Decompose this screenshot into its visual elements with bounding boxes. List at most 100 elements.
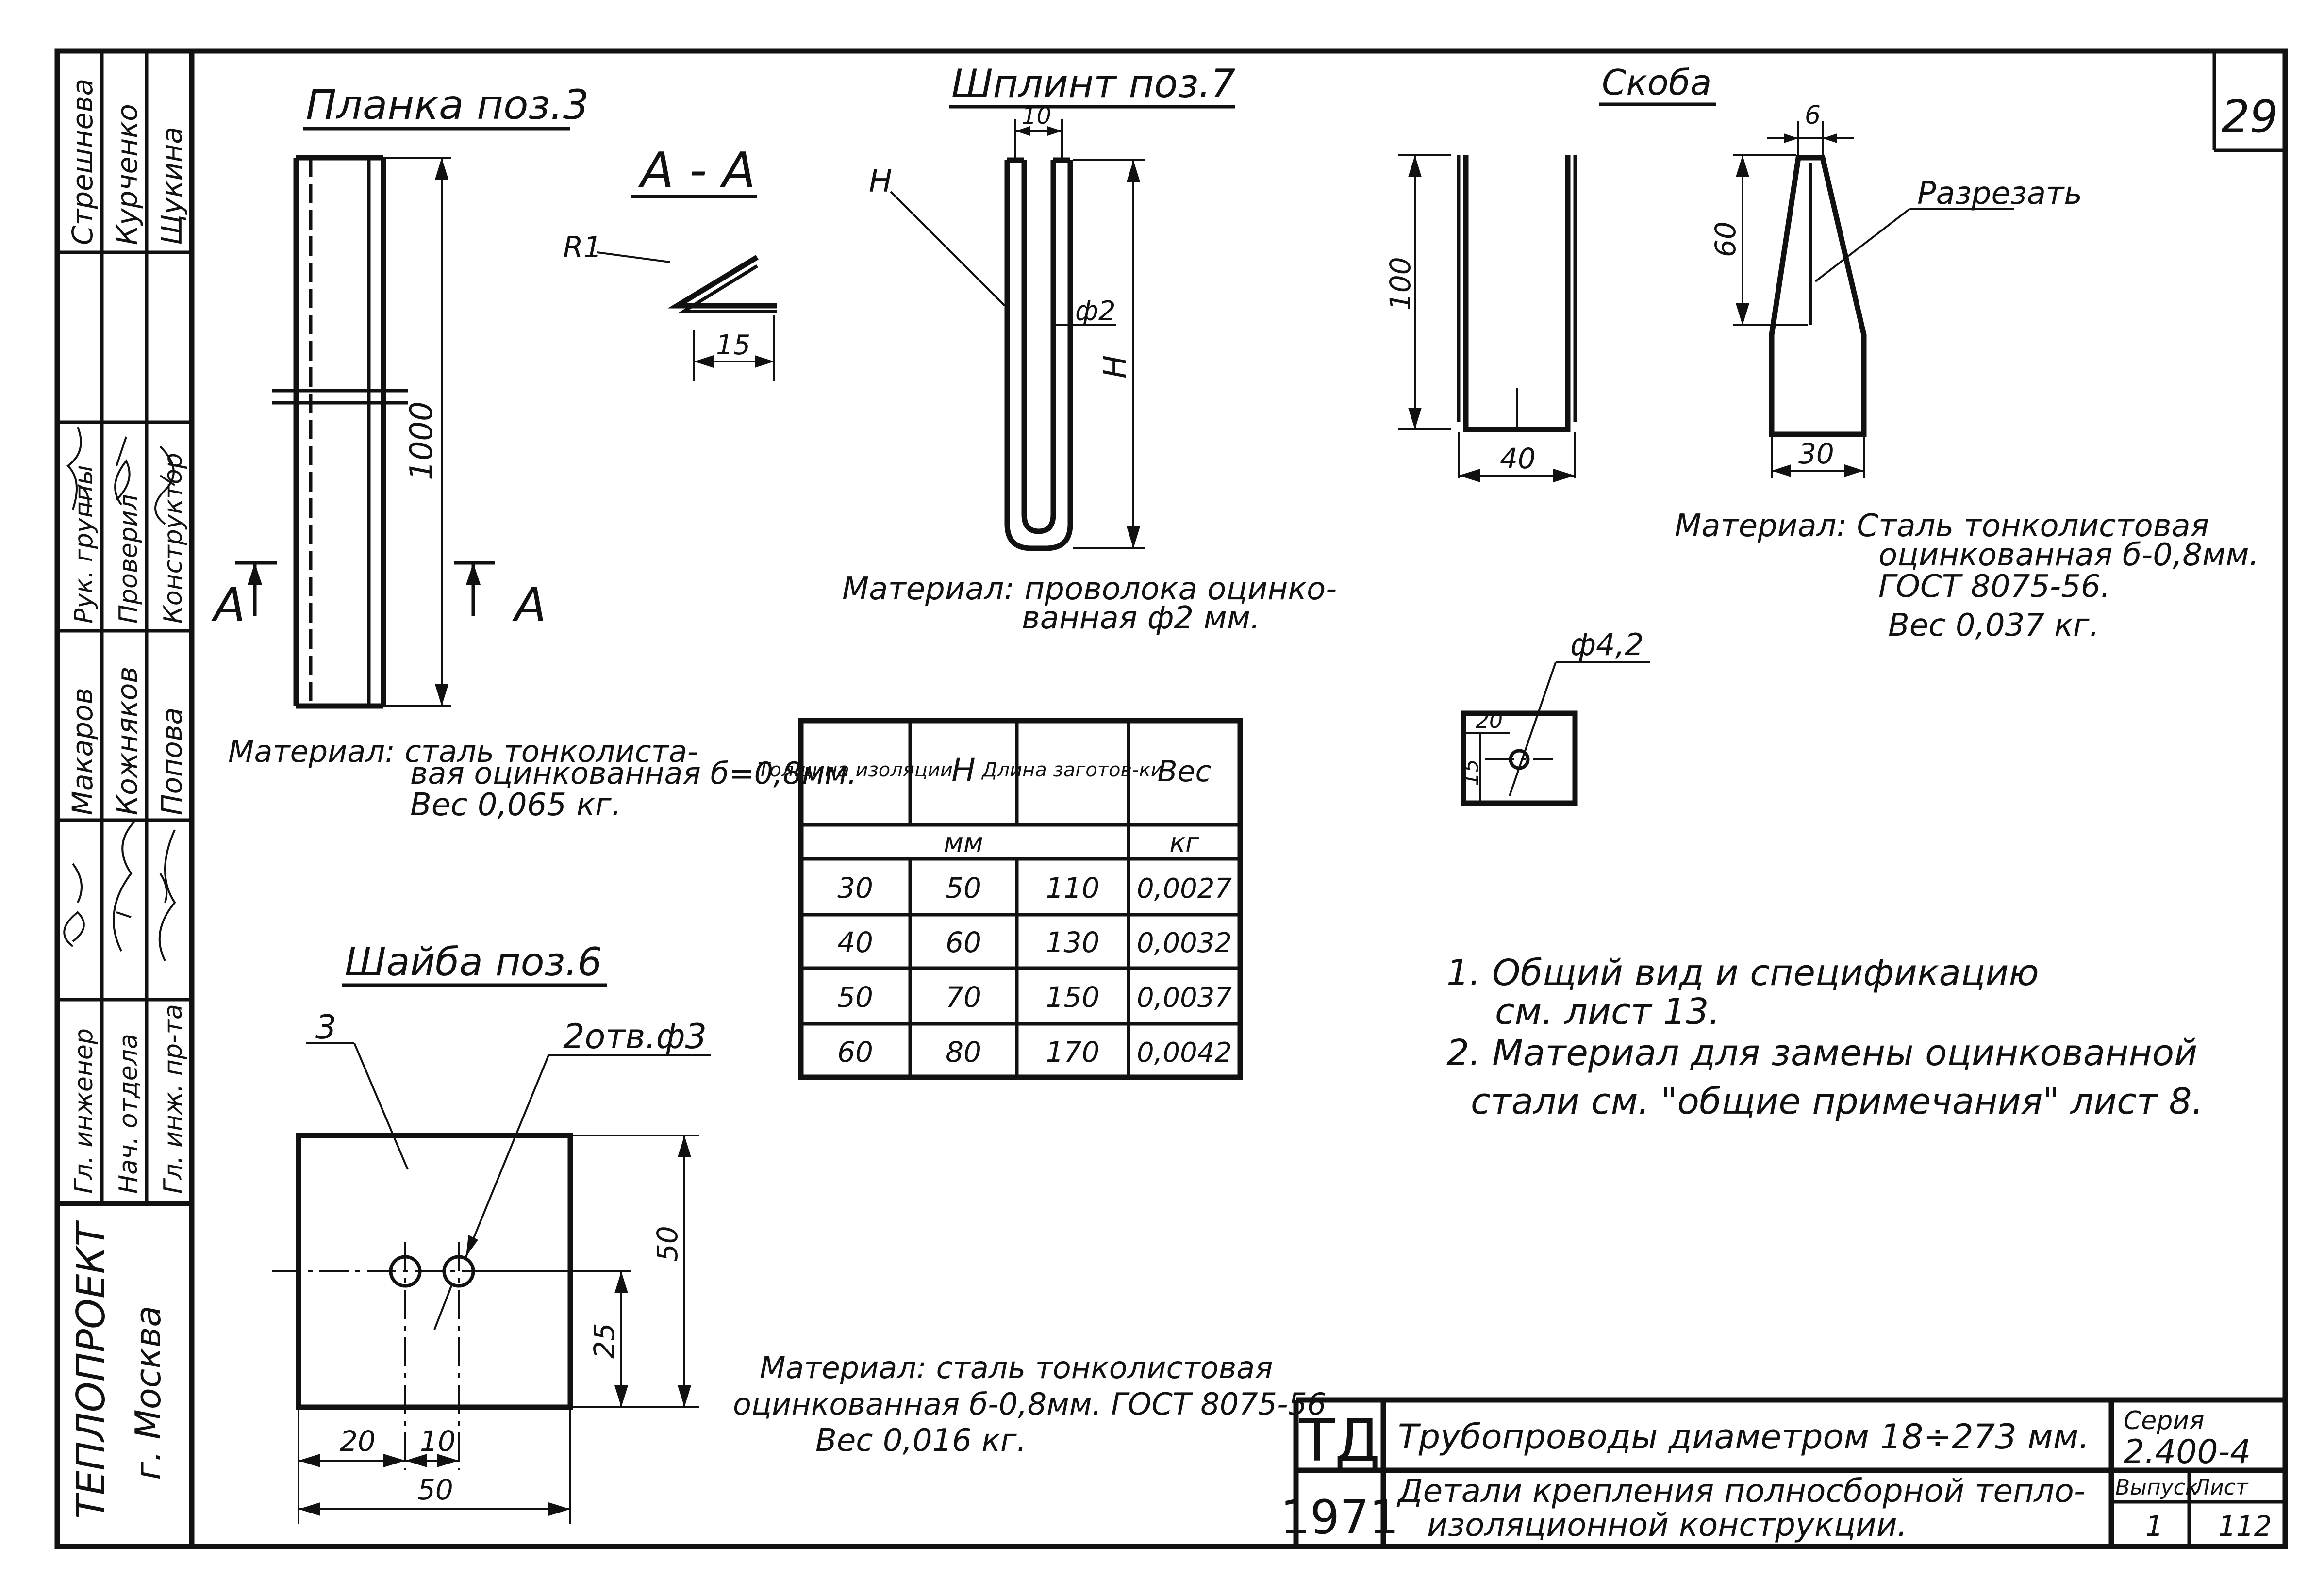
shplint-h-dim: Н: [1098, 355, 1134, 378]
shaiba-material-2: оцинкованная б-0,8мм. ГОСТ 8075-56: [733, 1386, 1326, 1422]
stamp-name-5: Кожняков: [111, 667, 144, 815]
skoba-hole-dim-2: 15: [1459, 759, 1483, 786]
shaiba-drawing: Шайба поз.6: [272, 939, 711, 1524]
table-cell: 50: [946, 872, 981, 905]
skoba-material-3: ГОСТ 8075-56.: [1878, 569, 2110, 605]
section-aa-title: А - А: [638, 142, 755, 198]
table-cell: 80: [946, 1036, 981, 1069]
table-unit-kg: кг: [1170, 827, 1200, 858]
planka-drawing: Планка поз.3: [235, 81, 589, 709]
planka-section-mark-left: А: [211, 578, 246, 632]
shaiba-width-dim: 50: [417, 1473, 453, 1506]
series-label: Серия: [2124, 1406, 2204, 1435]
title-line-2b: изоляционной конструкции.: [1427, 1506, 1908, 1544]
planka-section-mark-right: А: [512, 578, 547, 632]
planka-weight: Вес 0,065 кг.: [410, 787, 621, 823]
sheet-number: 29: [2221, 91, 2278, 143]
shaiba-title: Шайба поз.6: [345, 939, 602, 985]
table-cell: 40: [837, 926, 873, 959]
skoba-drawing: Скоба: [1398, 62, 2014, 806]
skoba-top-dim: 6: [1805, 101, 1821, 130]
shaiba-hole-y-dim: 25: [588, 1323, 621, 1359]
table-cell: 50: [837, 981, 873, 1014]
skoba-title: Скоба: [1602, 62, 1711, 103]
table-cell: 30: [837, 872, 873, 905]
shplint-h-leader-label: Н: [869, 164, 892, 199]
side-stamp: [57, 51, 192, 1206]
shaiba-weight: Вес 0,016 кг.: [815, 1423, 1027, 1459]
shplint-dia-dim: ф2: [1075, 296, 1116, 327]
planka-material-1: Материал: сталь тонколиста-: [228, 734, 698, 769]
table-cell: 130: [1046, 926, 1100, 959]
shplint-drawing: Шплинт поз.7: [890, 61, 1236, 551]
skoba-hole-dim-1: 20: [1476, 708, 1503, 733]
planka-length-dim: 1000: [404, 401, 440, 480]
title-logo-bottom: 1971: [1280, 1490, 1399, 1545]
stamp-role-1: Гл. инженер: [69, 1028, 99, 1194]
series-value: 2.400-4: [2124, 1433, 2251, 1471]
skoba-cut-label: Разрезать: [1917, 176, 2082, 212]
skoba-material-1: Материал: Сталь тонколистовая: [1675, 508, 2209, 544]
stamp-role-2: Нач. отдела: [114, 1034, 143, 1194]
note-2: 2. Материал для замены оцинкованной: [1446, 1032, 2197, 1074]
skoba-hole-dia: ф4,2: [1570, 627, 1644, 662]
note-1-cont: см. лист 13.: [1495, 991, 1720, 1033]
stamp-role-5: Проверил: [114, 494, 143, 624]
shaiba-leader-3: 3: [315, 1008, 336, 1047]
sheet-label: Лист: [2193, 1475, 2249, 1500]
planka-material-2: вая оцинкованная б=0,8мм.: [410, 756, 857, 791]
skoba-weight: Вес 0,037 кг.: [1888, 608, 2099, 643]
sheet-frame: [54, 48, 2288, 1549]
table-cell: 0,0042: [1137, 1037, 1232, 1069]
title-logo-top: ТД: [1298, 1407, 1380, 1475]
title-line-2a: Детали крепления полносборной тепло-: [1396, 1472, 2086, 1510]
table-cell: 170: [1046, 1036, 1100, 1069]
stamp-role-4: Рук. группы: [69, 465, 99, 624]
stamp-role-6: Конструктор: [159, 453, 188, 624]
title-line-1: Трубопроводы диаметром 18÷273 мм.: [1398, 1417, 2090, 1457]
shplint-title: Шплинт поз.7: [951, 61, 1236, 106]
skoba-bottom-dim: 30: [1798, 437, 1834, 470]
table-header-h: Н: [951, 752, 976, 789]
skoba-cut-height-dim: 60: [1709, 221, 1742, 257]
issue-label: Выпуск: [2115, 1475, 2198, 1500]
stamp-name-1: Стрешнева: [66, 79, 99, 245]
shplint-gap-dim: 10: [1022, 102, 1051, 130]
sizes-table: [798, 718, 1243, 1080]
note-1: 1. Общий вид и спецификацию: [1446, 952, 2039, 994]
planka-section-aa: А - А: [597, 142, 777, 381]
skoba-height-dim: 100: [1384, 257, 1417, 311]
shaiba-material-1: Материал: сталь тонколистовая: [760, 1350, 1273, 1385]
section-aa-flange-dim: 15: [716, 329, 750, 361]
table-cell: 0,0027: [1137, 873, 1232, 905]
shaiba-gap-dim: 10: [420, 1425, 456, 1458]
shaiba-left-dim: 20: [340, 1425, 376, 1458]
stamp-city: г. Москва: [128, 1306, 168, 1480]
stamp-org: ТЕПЛОПРОЕКТ: [68, 1220, 114, 1519]
table-cell: 60: [837, 1036, 873, 1069]
stamp-name-3: Щукина: [155, 127, 188, 245]
shplint-material-2: ванная ф2 мм.: [1022, 600, 1260, 636]
table-cell: 0,0037: [1137, 982, 1232, 1014]
table-header-weight: Вес: [1157, 755, 1211, 789]
table-cell: 110: [1046, 872, 1100, 905]
skoba-material-2: оцинкованная б-0,8мм.: [1878, 537, 2259, 573]
skoba-width-dim: 40: [1500, 442, 1536, 475]
stamp-name-6: Попова: [155, 707, 188, 815]
table-header-thickness: Толщина изоляции: [758, 759, 953, 781]
shaiba-holes-label: 2отв.ф3: [563, 1017, 707, 1056]
shplint-material-1: Материал: проволока оцинко-: [842, 571, 1337, 607]
signatures: [63, 427, 176, 961]
table-cell: 0,0032: [1137, 927, 1232, 959]
title-block: [1293, 1397, 2285, 1546]
note-2-cont: стали см. "общие примечания" лист 8.: [1471, 1081, 2203, 1122]
stamp-name-2: Курченко: [111, 104, 144, 245]
section-aa-radius: R1: [563, 230, 602, 264]
table-cell: 60: [946, 926, 981, 959]
issue-value: 1: [2145, 1510, 2163, 1543]
planka-title: Планка поз.3: [306, 81, 589, 129]
table-cell: 70: [946, 981, 981, 1014]
table-cell: 150: [1046, 981, 1100, 1014]
stamp-role-3: Гл. инж. пр-та: [159, 1004, 188, 1194]
